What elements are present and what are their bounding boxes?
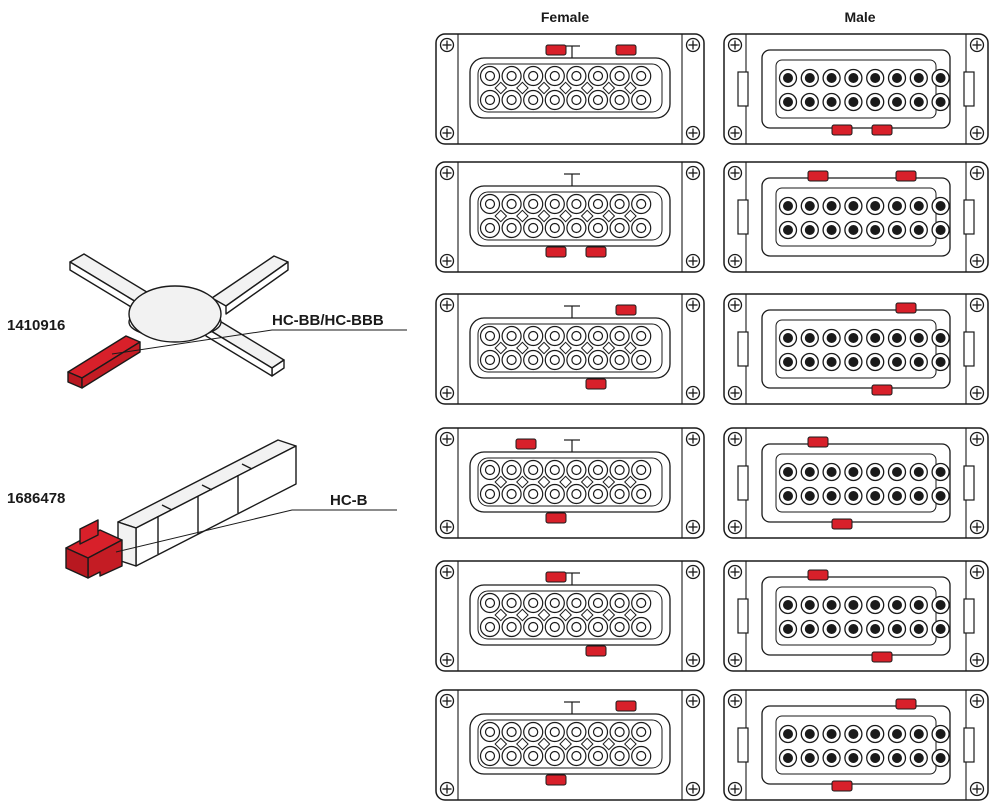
part-number-2: 1686478 <box>7 490 65 507</box>
leader-lines <box>111 329 407 553</box>
male-connector <box>723 293 989 405</box>
male-connector <box>723 33 989 145</box>
female-connector <box>435 33 705 145</box>
female-header: Female <box>541 9 589 25</box>
male-connector <box>723 161 989 273</box>
coding-cross-illustration <box>67 253 289 389</box>
part-number-1: 1410916 <box>7 317 65 334</box>
male-connector <box>723 560 989 672</box>
male-connector <box>723 689 989 801</box>
female-connector <box>435 689 705 801</box>
connector-grid <box>435 33 989 801</box>
female-connector <box>435 427 705 539</box>
type-label-2: HC-B <box>330 492 368 509</box>
female-connector <box>435 161 705 273</box>
male-connector <box>723 427 989 539</box>
female-connector <box>435 560 705 672</box>
coding-strip-illustration <box>65 439 297 579</box>
male-header: Male <box>844 9 875 25</box>
type-label-1: HC-BB/HC-BBB <box>272 312 384 329</box>
female-connector <box>435 293 705 405</box>
